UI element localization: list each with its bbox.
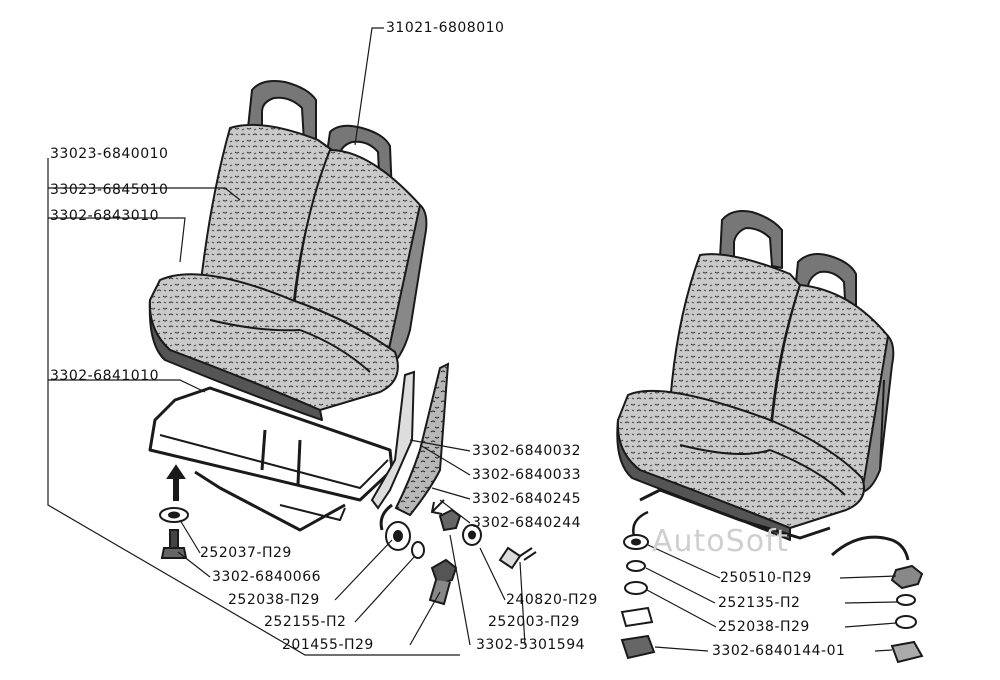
- spring-washer-icon: [411, 541, 425, 559]
- label-frame: 3302-6841010: [50, 368, 160, 384]
- label-bolt-2: 201455-П29: [282, 637, 374, 653]
- label-plate: 3302-6840144-01: [712, 643, 846, 659]
- screw-icon: [498, 546, 522, 570]
- label-seat-frame-assembly: 33023-6840010: [50, 146, 169, 162]
- seat-frame: [148, 386, 394, 502]
- label-spring-washer-r: 252135-П2: [718, 595, 801, 611]
- left-seat: [148, 80, 428, 532]
- label-nut: 250510-П29: [720, 570, 812, 586]
- label-clip: 3302-5301594: [476, 637, 586, 653]
- label-backrest: 33023-6845010: [50, 182, 169, 198]
- label-bolt-left: 3302-6840066: [212, 569, 322, 585]
- label-bracket-3: 3302-6840245: [472, 491, 582, 507]
- label-washer-3: 252003-П29: [488, 614, 580, 630]
- label-bracket-1: 3302-6840032: [472, 443, 582, 459]
- bolt-left-icon: [169, 529, 179, 549]
- label-cushion: 3302-6843010: [50, 208, 160, 224]
- clip-icon: [438, 508, 462, 532]
- left-hardware: [159, 464, 537, 606]
- label-bracket-4: 3302-6840244: [472, 515, 582, 531]
- plate-r2-icon: [620, 634, 656, 660]
- bracket-left: [370, 370, 416, 510]
- nut-icon: [890, 564, 924, 590]
- label-bracket-2: 3302-6840033: [472, 467, 582, 483]
- leader-lines: [47, 27, 898, 656]
- label-washer-r: 252038-П29: [718, 619, 810, 635]
- label-spring-washer: 252155-П2: [264, 614, 347, 630]
- washer-r3-icon: [895, 615, 917, 629]
- curved-arrow-icon: [379, 503, 393, 531]
- cable: [831, 535, 910, 561]
- plate-r1-icon: [620, 606, 654, 628]
- label-washer-left: 252037-П29: [200, 545, 292, 561]
- cushion-front: [148, 299, 323, 421]
- up-arrow-icon: [166, 464, 186, 501]
- label-washer-2: 252038-П29: [228, 592, 320, 608]
- spring-r2-icon: [896, 594, 916, 606]
- cushion-r-front: [616, 419, 791, 541]
- side-brackets: [370, 362, 450, 517]
- washer-r2-icon: [624, 581, 648, 595]
- right-seat: [616, 210, 895, 541]
- label-screw: 240820-П29: [506, 592, 598, 608]
- bracket-right: [394, 362, 450, 517]
- arrow-left-icon: [632, 510, 649, 537]
- plate-r3-icon: [890, 640, 924, 664]
- watermark: AutoSoft: [652, 524, 789, 559]
- headrest-r-left: [719, 210, 783, 269]
- right-hardware: [620, 510, 924, 664]
- label-seat-assembly: 31021-6808010: [386, 20, 505, 36]
- spring-r-icon: [626, 560, 646, 572]
